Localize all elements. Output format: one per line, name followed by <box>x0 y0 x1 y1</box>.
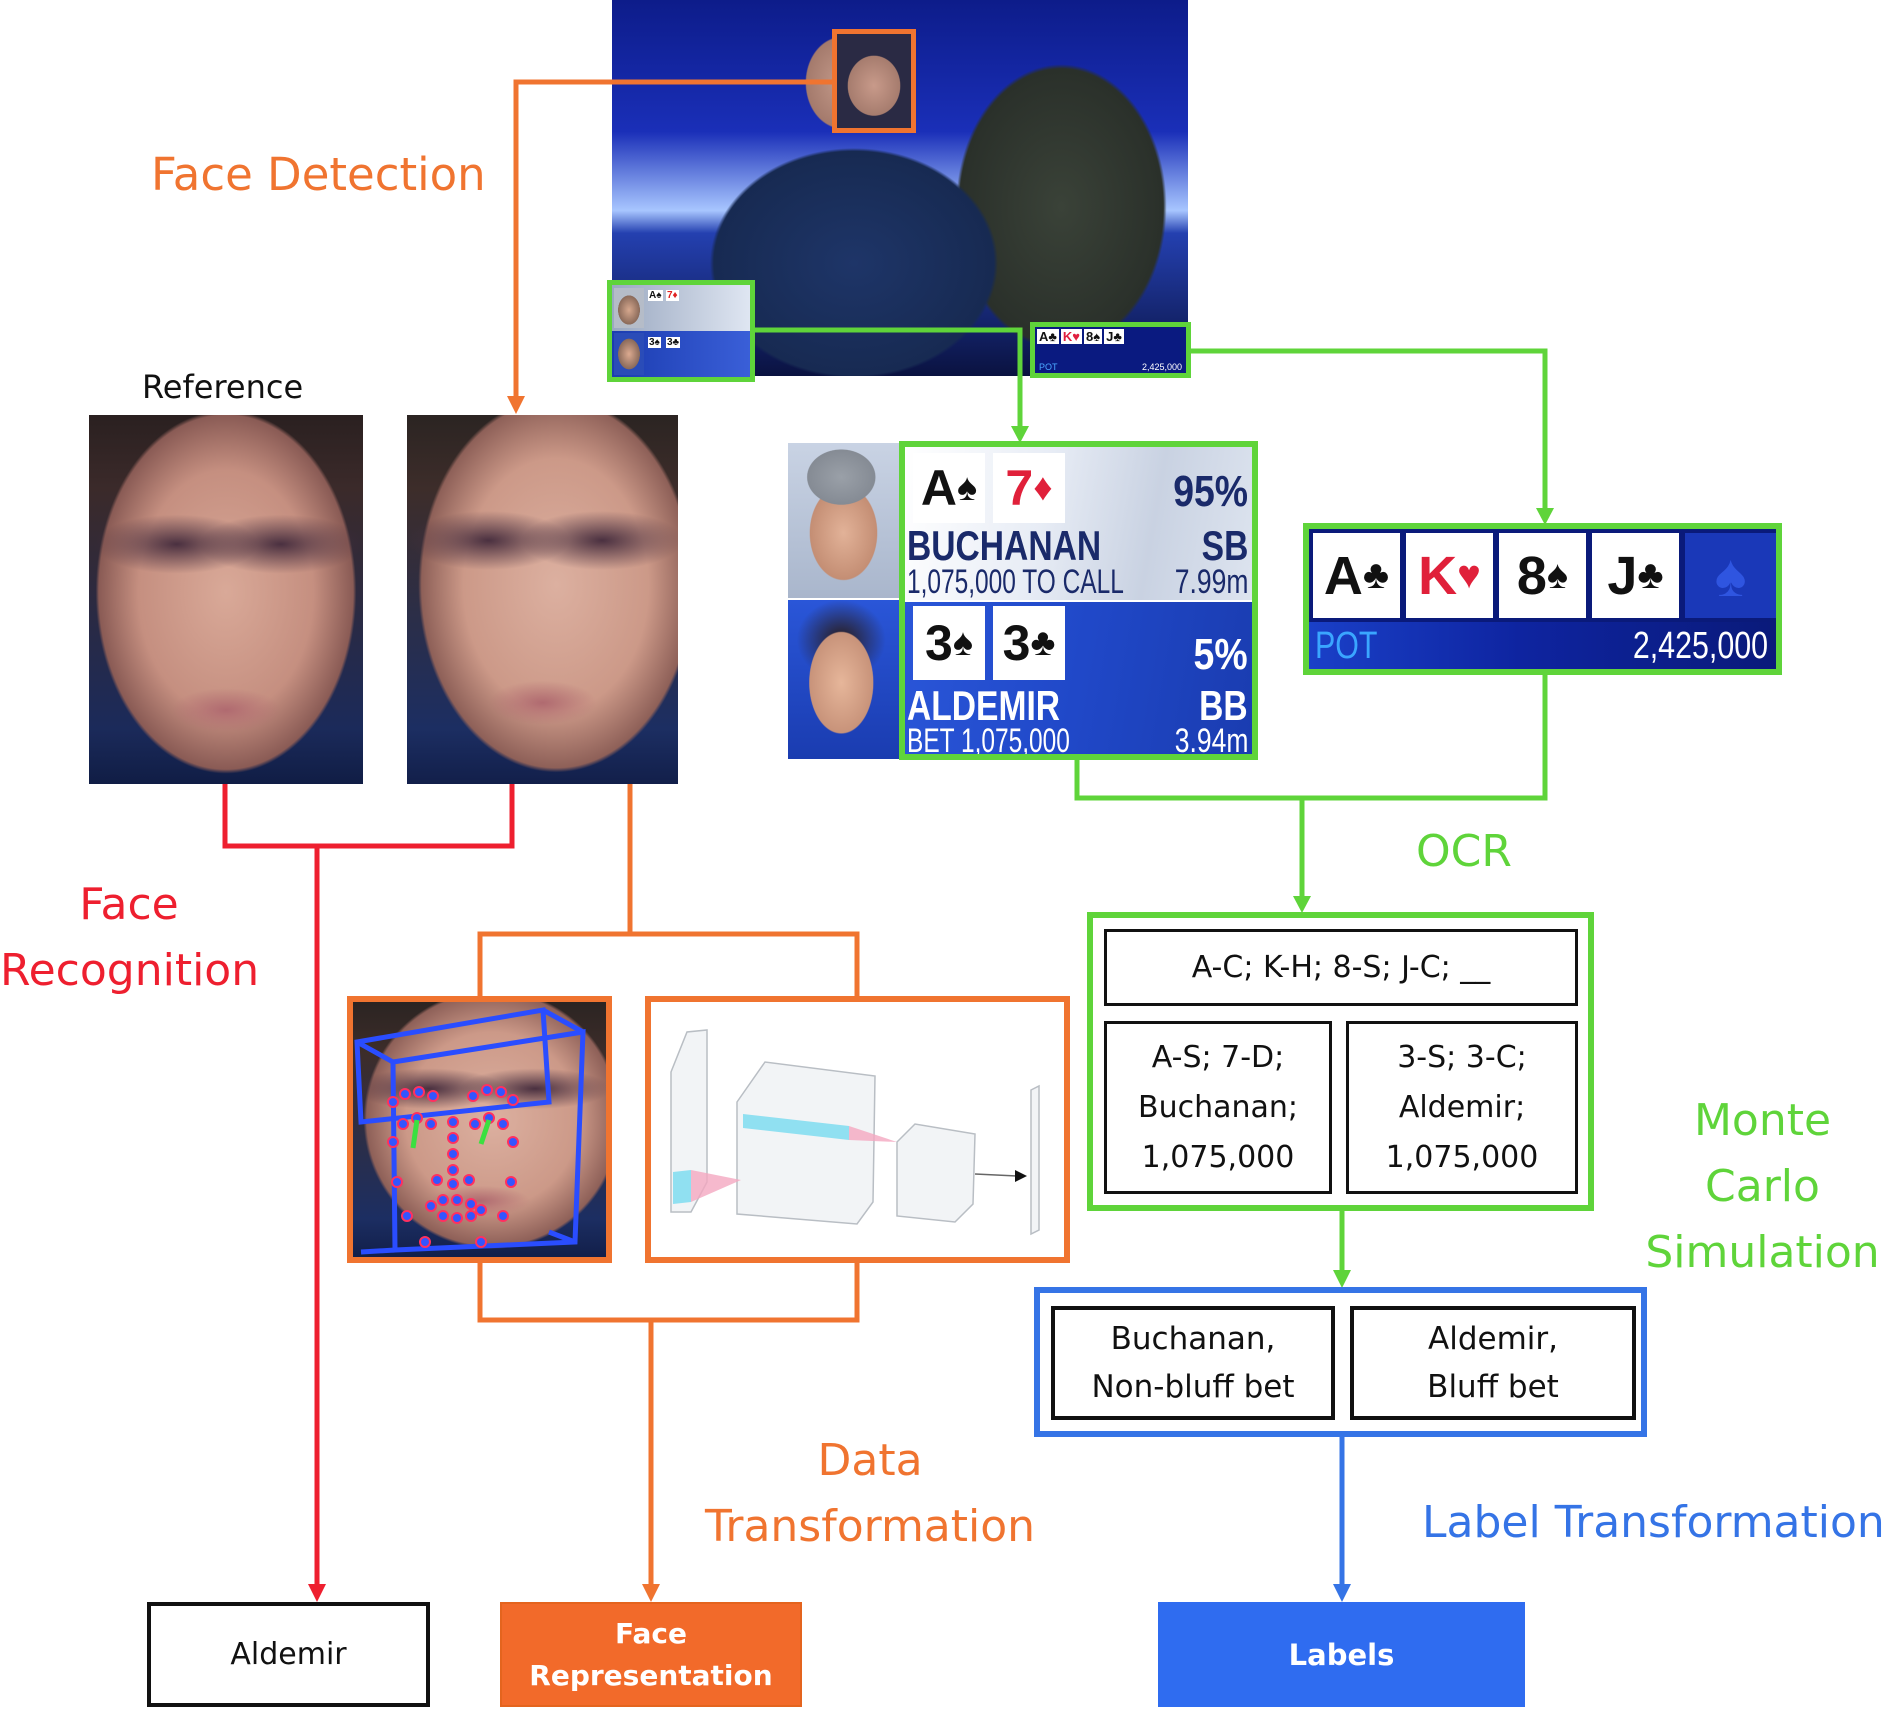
board-ocr-crop: A♣ K♥ 8♠ J♣ ♠ POT 2,425,000 <box>1303 523 1782 675</box>
hud-crop-small: A♠ 7♦ 3♠ 3♣ <box>607 280 755 382</box>
board-ocr-crop-arrow <box>1191 348 1548 510</box>
board-card: J♣ <box>1592 533 1679 618</box>
ocr-label: OCR <box>1416 826 1512 877</box>
arrowhead <box>1333 1584 1351 1602</box>
cnn-projection <box>691 1170 741 1202</box>
face-detection-label: Face Detection <box>151 148 486 201</box>
cnn-architecture-diagram <box>670 1029 1040 1236</box>
ocr-player1-text: A-S; 7-D; Buchanan; 1,075,000 <box>1104 1021 1332 1194</box>
reference-face-photo <box>89 415 363 784</box>
identity-output-box: Aldemir <box>147 1602 430 1707</box>
sim-player1-result: Buchanan, Non-bluff bet <box>1051 1306 1335 1420</box>
cnn-projection <box>849 1126 897 1142</box>
aldemir-photo <box>788 600 899 759</box>
detected-face-box <box>832 29 916 133</box>
reference-label: Reference <box>142 368 304 406</box>
arrowhead <box>507 396 525 414</box>
arrowhead <box>1333 1270 1351 1288</box>
player-name: BUCHANAN <box>907 522 1102 569</box>
arrowhead <box>1536 508 1554 525</box>
hud-ocr-crop-arrow <box>755 327 1023 428</box>
player-action: 1,075,000 TO CALL <box>907 563 1124 601</box>
data-transformation-label: Data Transformation <box>704 1435 1036 1552</box>
cnn-layer <box>896 1123 976 1223</box>
hole-card: 3♣ <box>993 606 1065 680</box>
board-card: K♥ <box>1406 533 1493 618</box>
labels-output-box: Labels <box>1158 1602 1525 1707</box>
face-recognition-line2: Recognition <box>0 945 260 996</box>
hud-ocr-crop: A♠ 7♦ 95% BUCHANAN SB 1,075,000 TO CALL … <box>899 441 1258 760</box>
player-stack: 3.94m <box>1174 722 1248 760</box>
hole-card: 7♦ <box>993 453 1065 523</box>
hole-card: 3♠ <box>913 606 985 680</box>
cnn-kernel <box>743 1114 849 1140</box>
landmark-face-box <box>347 996 612 1263</box>
arrowhead <box>1293 896 1311 913</box>
cnn-layer <box>736 1061 876 1225</box>
detected-face-photo <box>407 415 678 784</box>
buchanan-photo <box>788 443 899 598</box>
facial-landmarks <box>387 1084 519 1248</box>
cnn-layer <box>1030 1084 1040 1236</box>
face-detection-arrow <box>513 79 832 398</box>
player-action: BET 1,075,000 <box>907 722 1070 760</box>
face-recognition-arrow <box>222 784 515 1586</box>
pokerstars-logo-icon: ♠ <box>1685 533 1776 618</box>
player-position: BB <box>1199 682 1248 729</box>
cnn-kernel <box>673 1170 691 1204</box>
ocr-merge-arrow <box>1074 675 1548 898</box>
arrowhead <box>1011 426 1029 443</box>
sim-player2-result: Aldemir, Bluff bet <box>1350 1306 1636 1420</box>
hud-player-photos <box>788 443 899 759</box>
board-crop-small: A♣ K♥ 8♠ J♣ POT 2,425,000 <box>1030 322 1191 378</box>
hud-row-buchanan: A♠ 7♦ 95% BUCHANAN SB 1,075,000 TO CALL … <box>905 447 1252 601</box>
landmark-overlay <box>354 1007 586 1255</box>
hud-row-aldemir: 3♠ 3♣ 5% ALDEMIR BB BET 1,075,000 3.94m <box>905 602 1252 760</box>
player-position: SB <box>1201 522 1248 569</box>
arrowhead <box>642 1584 660 1602</box>
monte-carlo-label: Monte Carlo Simulation <box>1645 1095 1880 1278</box>
pot-value: 2,425,000 <box>1632 625 1768 667</box>
equity-value: 5% <box>1193 630 1248 679</box>
player-name: ALDEMIR <box>907 682 1061 729</box>
gaze-vectors <box>410 1119 492 1149</box>
ocr-player2-text: 3-S; 3-C; Aldemir; 1,075,000 <box>1346 1021 1578 1194</box>
face-representation-output-box: Face Representation <box>500 1602 802 1707</box>
arrowhead <box>308 1584 326 1602</box>
ocr-board-text: A-C; K-H; 8-S; J-C; __ <box>1104 929 1578 1006</box>
face-recognition-label: Face Recognition <box>0 872 260 1004</box>
player-stack: 7.99m <box>1174 563 1248 601</box>
equity-value: 95% <box>1173 467 1248 516</box>
face-recognition-line1: Face <box>79 879 179 930</box>
board-card: 8♠ <box>1499 533 1586 618</box>
cnn-output-arrow <box>1015 1170 1027 1182</box>
cnn-diagram-box <box>645 996 1070 1263</box>
hole-card: A♠ <box>913 453 985 523</box>
label-transformation-label: Label Transformation <box>1422 1497 1885 1548</box>
data-transformation-arrow <box>477 784 860 1586</box>
pot-label: POT <box>1315 625 1378 667</box>
pot-bar <box>1309 622 1776 669</box>
board-card: A♣ <box>1313 533 1400 618</box>
